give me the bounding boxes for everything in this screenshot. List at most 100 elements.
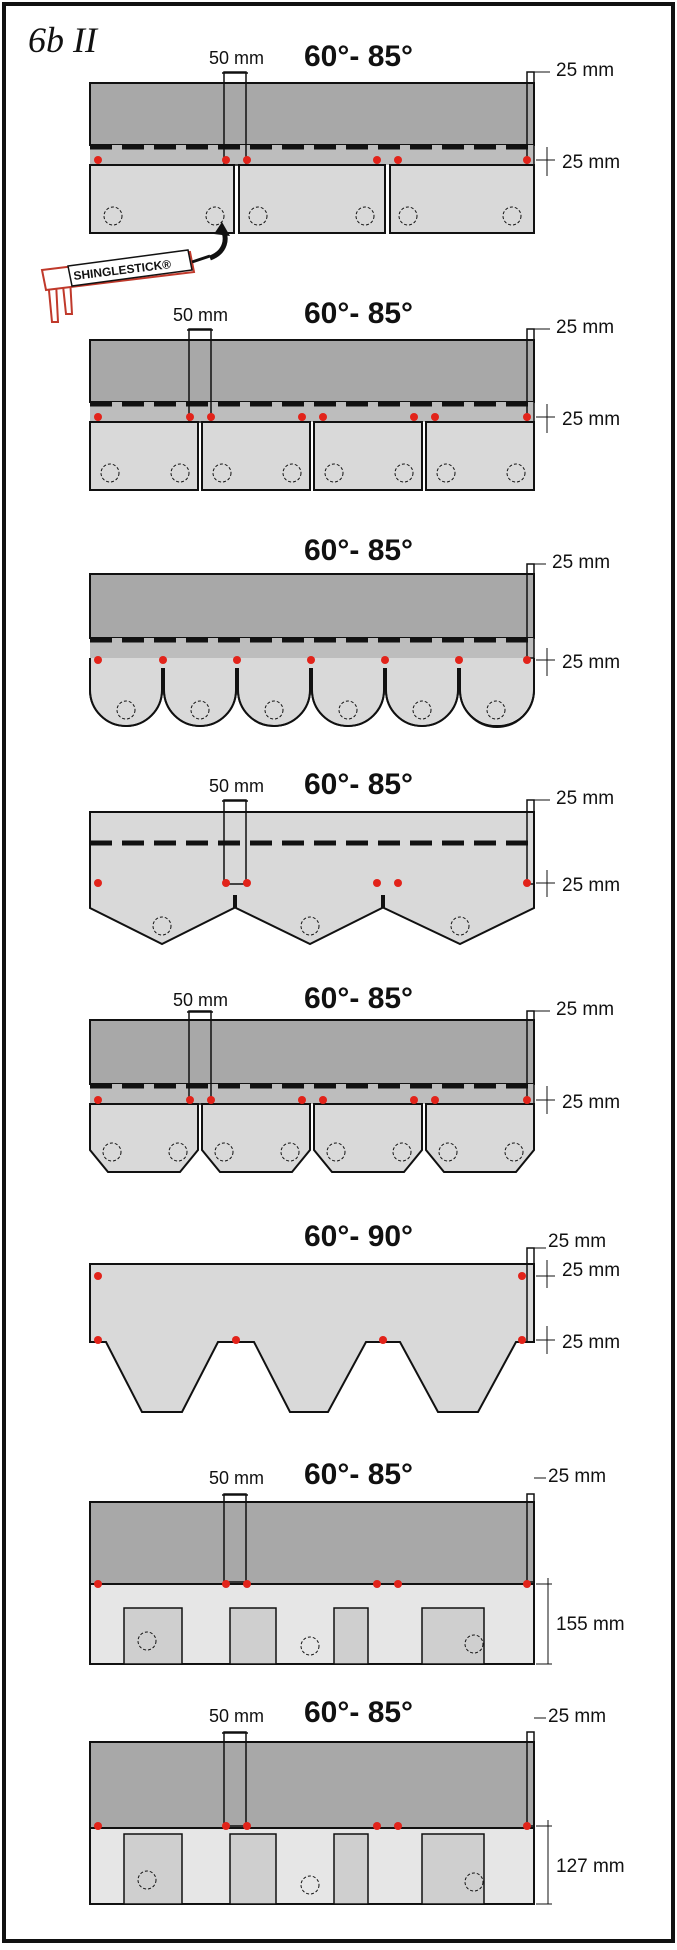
nail [94, 1096, 102, 1104]
top-dim-label: 25 mm [552, 552, 610, 573]
offset-guide [223, 1731, 247, 1827]
sealant-strip [90, 145, 534, 165]
nail [431, 413, 439, 421]
nail [232, 1336, 240, 1344]
sealant-spot [212, 463, 232, 483]
sealant-spot [264, 700, 284, 720]
nail [94, 879, 102, 887]
top-dim-label: 25 mm [548, 1466, 606, 1487]
nail [523, 1096, 531, 1104]
shingle-top [89, 82, 535, 146]
nail [207, 1096, 215, 1104]
nail [523, 156, 531, 164]
tab-fill [91, 658, 533, 726]
shingle-top [89, 339, 535, 403]
nail [94, 156, 102, 164]
panel-7: 60°- 85° 50 mm 25 mm 155 mm [89, 1458, 625, 1665]
angle-label: 60°- 85° [304, 297, 413, 330]
nail [523, 1580, 531, 1588]
nail [94, 1336, 102, 1344]
panel-3: 60°- 85° 25 mm 25 mm [89, 534, 620, 728]
tab [201, 421, 311, 491]
offset-guide [188, 328, 212, 423]
sealant-spot [300, 916, 320, 936]
shingle-top [89, 1019, 535, 1085]
sealant-strip [90, 1084, 534, 1104]
nail [379, 1336, 387, 1344]
side-dim-label-2: 25 mm [562, 1332, 620, 1353]
nail [243, 156, 251, 164]
tab-block [421, 1607, 485, 1665]
tab-block [333, 1607, 369, 1665]
side-dim-label: 25 mm [562, 875, 620, 896]
sealant-spot [436, 463, 456, 483]
nail [394, 1822, 402, 1830]
side-dim-label: 25 mm [562, 152, 620, 173]
tab-block [333, 1833, 369, 1905]
tab [238, 164, 386, 234]
sealant-spot [398, 206, 418, 226]
angle-label: 60°- 85° [304, 982, 413, 1015]
tab-block [123, 1833, 183, 1905]
offset-label: 50 mm [209, 48, 264, 68]
figure-title: 6b II [28, 20, 99, 60]
sealant-spot [338, 700, 358, 720]
sealant-spot [103, 206, 123, 226]
offset-label: 50 mm [209, 776, 264, 796]
sealant-spot [326, 1142, 346, 1162]
nail [373, 1580, 381, 1588]
sealant-spot [355, 206, 375, 226]
sealant-spot [464, 1872, 484, 1892]
nail [222, 156, 230, 164]
offset-label: 50 mm [209, 1468, 264, 1488]
nail [431, 1096, 439, 1104]
tab-block [123, 1607, 183, 1665]
top-dim-label: 25 mm [556, 317, 614, 338]
sealant-spot [300, 1875, 320, 1895]
offset-label: 50 mm [173, 990, 228, 1010]
nail [523, 413, 531, 421]
tab [89, 164, 235, 234]
offset-label: 50 mm [209, 1706, 264, 1726]
sealant-spot [324, 463, 344, 483]
sealant-spot [394, 463, 414, 483]
nail [319, 413, 327, 421]
sealant-spot [300, 1636, 320, 1656]
tab [313, 1103, 423, 1173]
nail [373, 156, 381, 164]
offset-guide [188, 1010, 212, 1105]
tab [89, 1103, 199, 1173]
panel-2: 60°- 85° 50 mm 25 mm 25 mm [89, 297, 620, 491]
sealant-spot [392, 1142, 412, 1162]
tab [425, 421, 535, 491]
angle-label: 60°- 85° [304, 1458, 413, 1491]
panel-4: 60°- 85° 50 mm 25 mm 25 mm [89, 768, 620, 946]
side-dim-label: 25 mm [562, 1260, 620, 1281]
sealant-spot [100, 463, 120, 483]
nail [298, 413, 306, 421]
sealant-spot [168, 1142, 188, 1162]
panel-1: 60°- 85° 50 mm 25 mm 25 mm [40, 40, 620, 323]
nail [523, 879, 531, 887]
sealant-spot [450, 916, 470, 936]
edge-guide [526, 328, 535, 423]
nail [410, 1096, 418, 1104]
tab [389, 164, 535, 234]
nail [207, 413, 215, 421]
nail [243, 1822, 251, 1830]
tab [313, 421, 423, 491]
nail [394, 1580, 402, 1588]
nail [222, 1580, 230, 1588]
nail [186, 413, 194, 421]
sealant-spot [214, 1142, 234, 1162]
nail [319, 1096, 327, 1104]
top-dim-label: 25 mm [556, 999, 614, 1020]
panel-6: 60°- 90° 25 mm 25 mm 25 mm [89, 1220, 620, 1413]
shingle-top [89, 573, 535, 639]
nail [373, 879, 381, 887]
sealant-spot [282, 463, 302, 483]
sealant-strip [90, 638, 534, 658]
sealant-spot [502, 206, 522, 226]
top-dim-label: 25 mm [548, 1231, 606, 1252]
